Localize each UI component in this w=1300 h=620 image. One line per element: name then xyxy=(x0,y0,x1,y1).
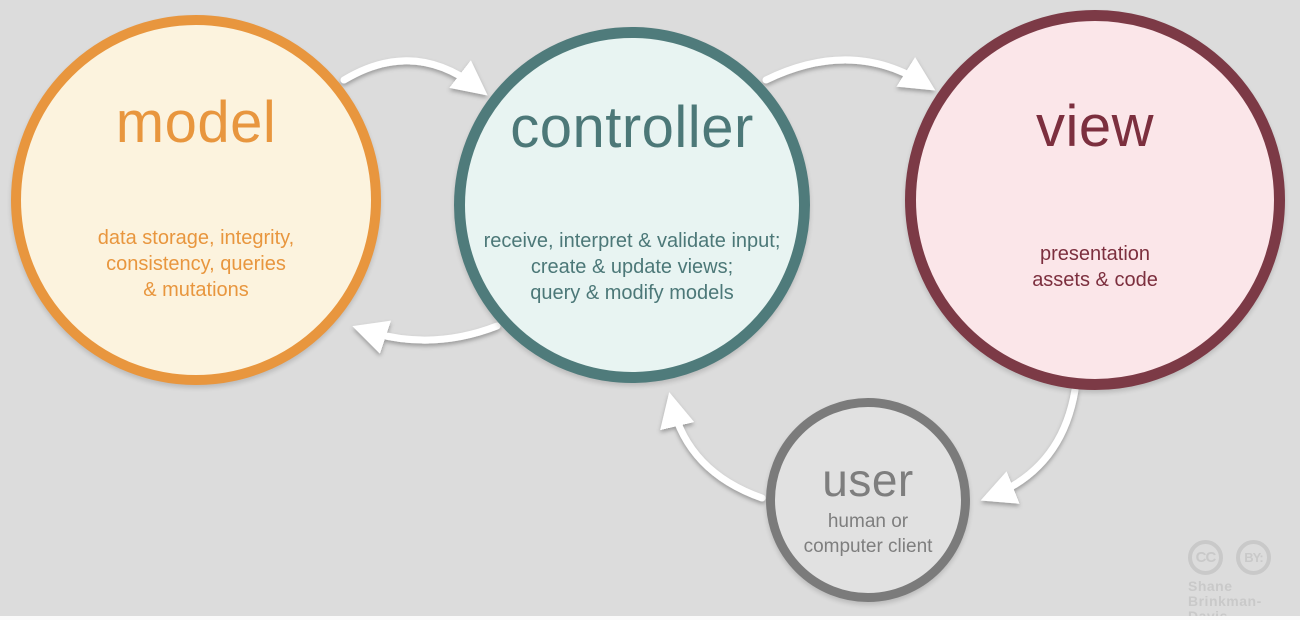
by-license-icon: BY: xyxy=(1236,540,1271,575)
view-node: view presentation assets & code xyxy=(905,10,1285,390)
controller-label: controller xyxy=(510,95,754,160)
arrow-controller-to-model xyxy=(352,320,501,354)
user-node: user human or computer client xyxy=(766,398,970,602)
view-label: view xyxy=(1035,94,1155,159)
model-description: data storage, integrity, consistency, qu… xyxy=(97,227,295,301)
controller-node: controller receive, interpret & validate… xyxy=(454,27,810,383)
arrow-view-to-user xyxy=(980,386,1079,504)
license-badges: CC BY: xyxy=(1188,540,1300,575)
license-attribution: CC BY: Shane Brinkman-Davis xyxy=(1188,540,1300,620)
view-description: presentation assets & code xyxy=(1032,243,1158,291)
user-description: human or computer client xyxy=(803,511,933,557)
model-node: model data storage, integrity, consisten… xyxy=(11,15,381,385)
arrow-user-to-controller xyxy=(660,392,766,502)
arrow-controller-to-view xyxy=(762,56,936,91)
model-label: model xyxy=(115,90,277,155)
arrow-model-to-controller xyxy=(340,57,488,96)
author-name: Shane Brinkman-Davis xyxy=(1188,578,1262,620)
controller-description: receive, interpret & validate input; cre… xyxy=(483,230,781,304)
user-label: user xyxy=(822,454,914,506)
cc-license-icon: CC xyxy=(1188,540,1223,575)
bottom-edge-strip xyxy=(0,616,1300,620)
